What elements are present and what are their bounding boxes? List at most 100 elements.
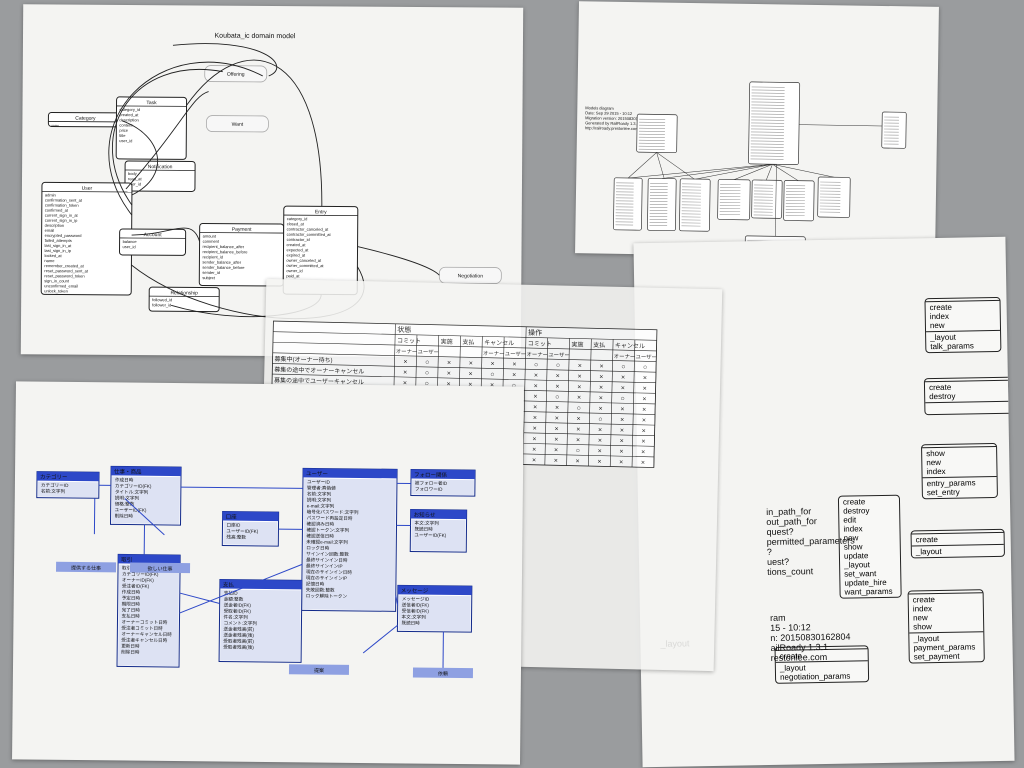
class-field: user_id <box>119 138 132 143</box>
entity-body <box>223 521 278 546</box>
table-cell: × <box>554 458 558 465</box>
model-field-line <box>751 119 785 121</box>
class-field: sender_id <box>202 270 220 275</box>
er-connector <box>179 563 303 614</box>
class-divider <box>199 232 284 234</box>
entity-field: 受注者ID(FK) <box>122 582 150 589</box>
table-cell: × <box>403 380 407 387</box>
controller-method: show <box>913 622 932 632</box>
er-relation-label: 欲しい仕事 <box>129 562 191 574</box>
table-cell: × <box>620 417 624 424</box>
diagram-footer-line: restonlee.com <box>770 651 828 663</box>
table-cell: ○ <box>425 380 429 387</box>
table-cell: × <box>641 438 645 445</box>
entity-field: 失敗回数:整数 <box>306 586 335 593</box>
class-field: paid_at <box>286 273 300 278</box>
class-field: confirmation_token <box>45 203 79 208</box>
entity-body <box>398 595 471 632</box>
entity-name: フォロー関係 <box>414 471 448 479</box>
table-cell: × <box>532 436 536 443</box>
uml-class-payment: Paymentamountcommentrecipient_balance_af… <box>198 223 285 287</box>
table-col-line <box>544 337 549 466</box>
table-cell: × <box>599 363 603 370</box>
class-field: category_id <box>287 216 308 221</box>
table-cell: × <box>490 361 494 368</box>
table-cell: × <box>534 383 538 390</box>
uml-class-entry: Entrycategory_idclosed_atcontractor_canc… <box>282 205 359 296</box>
railroady-header-line: Date: Sep 29 2015 - 10:12 <box>585 110 633 116</box>
association-line <box>172 43 278 77</box>
table-cell: × <box>555 415 559 422</box>
er-relation-label: 提案 <box>288 664 350 675</box>
entity-name: お知らせ <box>414 511 436 519</box>
class-field: locked_at <box>44 253 62 258</box>
model-field-line <box>751 122 785 124</box>
table-cell: × <box>621 374 625 381</box>
class-field: confirmation_sent_at <box>45 197 83 202</box>
table-cell: ○ <box>598 416 602 423</box>
class-field: email <box>45 228 55 233</box>
table-sub-header: コミット <box>528 340 552 348</box>
table-cell: × <box>554 436 558 443</box>
model-field-line <box>750 134 784 136</box>
table-cell: ○ <box>621 364 625 371</box>
railroady-header-line: Generated by RailRoady 1.3.1 <box>585 120 640 126</box>
class-field: current_sign_in_ip <box>45 218 78 223</box>
er-relation-label: 提供する仕事 <box>56 561 117 573</box>
table-cell: × <box>619 459 623 466</box>
diagram-title: Koubata_ic domain model <box>215 33 296 41</box>
class-name: Payment <box>232 227 252 233</box>
class-field: created_at <box>287 242 307 247</box>
association-line <box>765 164 773 181</box>
entity-field: 確認済み日時 <box>306 520 334 527</box>
er-entity: 仕事・商品作成日時カテゴリーID(FK)タイトル:文字列説明:文字列価格:整数ユ… <box>109 465 182 526</box>
entity-field: 完了日時 <box>122 606 141 613</box>
table-cell: × <box>641 449 645 456</box>
table-cell: ○ <box>577 405 581 412</box>
class-field: last_sign_in_ip <box>44 248 71 253</box>
entity-name: メッセージ <box>401 587 429 594</box>
table-cell: × <box>576 426 580 433</box>
table-sub-header: キャンセル <box>484 339 514 347</box>
class-box <box>119 228 187 256</box>
association-line <box>108 61 263 216</box>
entity-body <box>111 476 180 525</box>
class-field: description <box>45 223 64 228</box>
partial-controller-methods-line: tions_count <box>767 566 814 578</box>
entity-field: 取引ID <box>122 564 137 571</box>
entity-field: カテゴリーID(FK) <box>122 570 159 577</box>
entity-field: 既読日時 <box>414 526 433 533</box>
entity-header <box>111 466 182 477</box>
class-name: User <box>82 186 93 192</box>
table-cell: × <box>447 370 451 377</box>
class-field: sign_in_count <box>44 278 70 283</box>
table-cell: × <box>620 406 624 413</box>
entity-body <box>37 481 98 498</box>
entity-field: 受取者残高(前) <box>223 638 254 645</box>
entity-field: タイトル:文字列 <box>115 488 149 495</box>
entity-field: 金額:整数 <box>224 596 244 603</box>
table-role-header: オーナー <box>396 348 418 355</box>
association-line <box>125 91 209 190</box>
table-sub-header: コミット <box>397 337 421 345</box>
railroady-model <box>783 180 815 222</box>
class-divider <box>283 214 358 216</box>
table-cell: × <box>403 359 407 366</box>
table-col-line <box>631 339 636 468</box>
entity-header <box>36 471 100 482</box>
class-field: contractor_committed_at <box>287 232 332 237</box>
er-connector <box>395 595 399 606</box>
entity-field: 記憶日時 <box>306 580 325 587</box>
table-cell: × <box>576 437 580 444</box>
relation-text: 欲しい仕事 <box>147 565 172 572</box>
controller-box: create_layout <box>910 528 1005 559</box>
model-field-line <box>751 110 785 112</box>
entity-field: 予定日時 <box>122 594 141 601</box>
table-cell: × <box>533 415 537 422</box>
